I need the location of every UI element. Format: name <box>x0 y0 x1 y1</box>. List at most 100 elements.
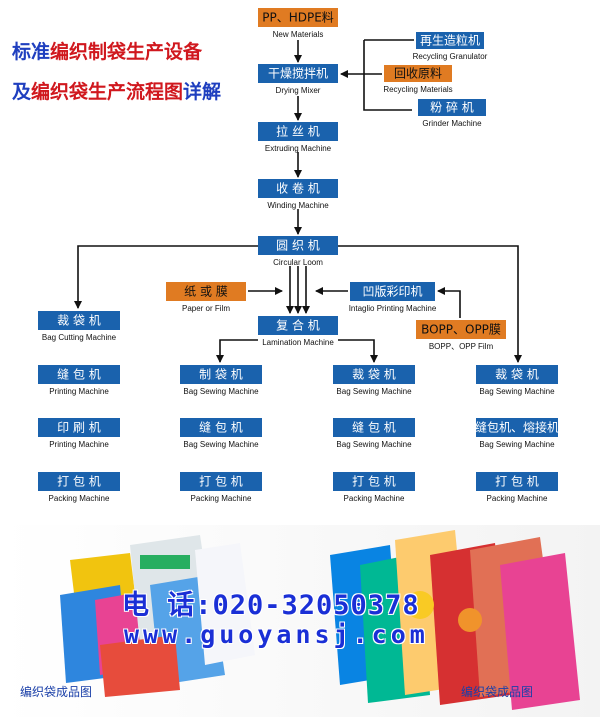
node-cut1-label: 裁 袋 机 <box>57 314 101 328</box>
node-c3r2-sublabel: Bag Sewing Machine <box>336 440 412 449</box>
node-pp-box <box>258 8 338 27</box>
phone-number: 电 话:020-32050378 <box>122 590 420 621</box>
node-intaglio-box <box>350 282 435 301</box>
node-lamination-box <box>258 316 338 335</box>
edge-lam-left <box>216 339 258 363</box>
node-c2r2-box <box>180 418 262 437</box>
node-c2r1-label: 制 袋 机 <box>199 368 243 382</box>
edge-bopp-intaglio <box>437 287 461 318</box>
title-line-1-main: 编织制袋生产设备 <box>50 41 203 63</box>
node-c1r1: 缝 包 机 Printing Machine <box>38 365 120 396</box>
title-line-1: 标准编织制袋生产设备 <box>12 40 202 64</box>
product-photos <box>0 525 600 717</box>
node-paper-sublabel: Paper or Film <box>182 304 230 313</box>
node-c3r3-label: 打 包 机 <box>352 475 396 489</box>
node-c2r1-sublabel: Bag Sewing Machine <box>183 387 259 396</box>
node-c1r3: 打 包 机 Packing Machine <box>38 472 120 503</box>
node-paper-box <box>166 282 246 301</box>
node-extrude-label: 拉 丝 机 <box>276 124 320 139</box>
node-winding: 收 卷 机 Winding Machine <box>258 179 338 210</box>
node-bopp: BOPP、OPP膜 BOPP、OPP Film <box>416 320 506 351</box>
node-winding-box <box>258 179 338 198</box>
node-c1r3-label: 打 包 机 <box>57 475 101 489</box>
node-c2r2-sublabel: Bag Sewing Machine <box>183 440 259 449</box>
node-loom-box <box>258 236 338 255</box>
node-c3r2-label: 缝 包 机 <box>352 420 396 435</box>
node-c2r3-label: 打 包 机 <box>199 475 243 489</box>
node-c1r1-label: 缝 包 机 <box>57 367 101 382</box>
node-bopp-sublabel: BOPP、OPP Film <box>429 342 494 351</box>
node-intaglio-sublabel: Intaglio Printing Machine <box>349 304 437 313</box>
node-c1r1-sublabel: Printing Machine <box>49 387 109 396</box>
node-c3r1-sublabel: Bag Sewing Machine <box>336 387 412 396</box>
node-paper-label: 纸 或 膜 <box>184 285 228 299</box>
title-line-2-prefix: 及 <box>12 81 32 103</box>
node-c4r3-box <box>476 472 558 491</box>
node-c4r3-label: 打 包 机 <box>495 475 539 489</box>
node-loom-sublabel: Circular Loom <box>273 258 323 267</box>
node-c2r1: 制 袋 机 Bag Sewing Machine <box>180 365 262 396</box>
node-grinder-sublabel: Grinder Machine <box>422 119 482 128</box>
node-lamination: 复 合 机 Lamination Machine <box>258 316 338 347</box>
edge-loom-right <box>338 245 522 363</box>
node-lamination-sublabel: Lamination Machine <box>262 338 334 347</box>
caption-right: 编织袋成品图 <box>461 685 534 699</box>
node-c2r3-box <box>180 472 262 491</box>
node-c3r3-box <box>333 472 415 491</box>
edge-loom-left <box>74 245 258 309</box>
node-c3r3: 打 包 机 Packing Machine <box>333 472 415 503</box>
website-url[interactable]: www.guoyansj.com <box>124 620 429 649</box>
node-c4r3-sublabel: Packing Machine <box>487 494 548 503</box>
node-bopp-label: BOPP、OPP膜 <box>421 323 501 337</box>
node-pp-sublabel: New Materials <box>273 30 324 39</box>
node-extrude-sublabel: Extruding Machine <box>265 144 332 153</box>
title-line-2-suffix: 详解 <box>183 81 222 103</box>
node-cut1-box <box>38 311 120 330</box>
node-winding-sublabel: Winding Machine <box>267 201 329 210</box>
woven-bags-right-photo <box>330 530 580 710</box>
node-c3r3-sublabel: Packing Machine <box>344 494 405 503</box>
node-c2r3-sublabel: Packing Machine <box>191 494 252 503</box>
node-bopp-box <box>416 320 506 339</box>
node-grinder-label: 粉 碎 机 <box>430 100 474 115</box>
woven-bags-left-photo <box>60 535 255 697</box>
node-c1r2-label: 印 刷 机 <box>57 421 101 435</box>
node-c1r2-box <box>38 418 120 437</box>
node-c3r2-box <box>333 418 415 437</box>
node-mixer-label: 干燥搅拌机 <box>268 66 328 81</box>
node-c2r3: 打 包 机 Packing Machine <box>180 472 262 503</box>
node-paper: 纸 或 膜 Paper or Film <box>166 282 246 313</box>
node-granulator-label: 再生造粒机 <box>420 33 480 48</box>
node-c1r3-sublabel: Packing Machine <box>49 494 110 503</box>
title-line-1-prefix: 标准 <box>12 41 51 63</box>
node-grinder: 粉 碎 机 Grinder Machine <box>418 99 486 128</box>
node-mixer-sublabel: Drying Mixer <box>276 86 321 95</box>
node-granulator: 再生造粒机 Recycling Granulator <box>413 32 488 61</box>
node-c3r2: 缝 包 机 Bag Sewing Machine <box>333 418 415 449</box>
node-c4r2-sublabel: Bag Sewing Machine <box>479 440 555 449</box>
node-c4r1-label: 裁 袋 机 <box>495 368 539 382</box>
node-grinder-box <box>418 99 486 116</box>
node-granulator-sublabel: Recycling Granulator <box>413 52 488 61</box>
node-recycle-box <box>384 65 452 82</box>
node-recycle-label: 回收原料 <box>394 67 442 81</box>
caption-left: 编织袋成品图 <box>20 685 93 699</box>
title-line-2-main: 编织袋生产流程图 <box>31 81 184 103</box>
node-extrude: 拉 丝 机 Extruding Machine <box>258 122 338 153</box>
flow-edges <box>74 39 522 363</box>
edge-lam-right <box>338 339 378 363</box>
node-winding-label: 收 卷 机 <box>276 181 320 196</box>
node-lamination-label: 复 合 机 <box>276 318 320 333</box>
node-granulator-box <box>416 32 484 49</box>
node-intaglio-label: 凹版彩印机 <box>362 285 422 299</box>
